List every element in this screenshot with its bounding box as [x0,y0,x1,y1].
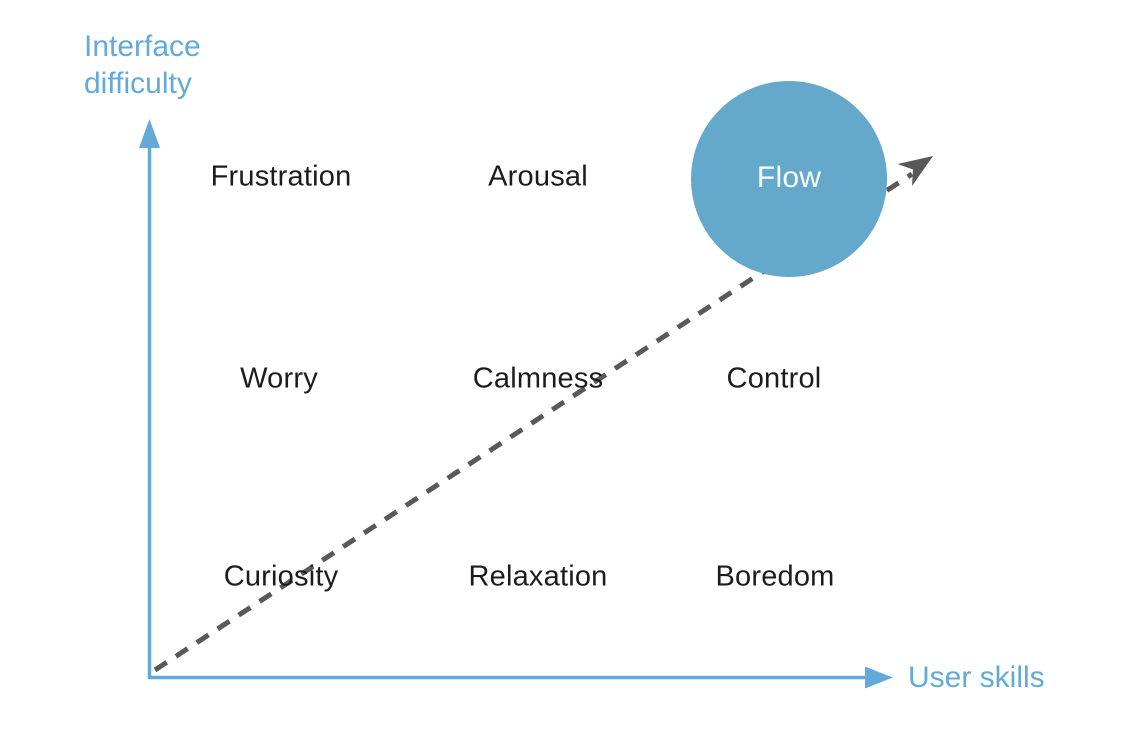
cell-label-curiosity: Curiosity [223,560,339,593]
cell-label-boredom: Boredom [715,560,835,593]
diagonal-arrowhead-icon [897,156,933,186]
y-axis-label: Interface difficulty [84,28,201,102]
flow-circle [691,81,887,277]
cell-label-control: Control [726,362,822,395]
y-axis-arrowhead-icon [139,119,160,148]
cell-label-arousal: Arousal [488,160,588,193]
cell-label-relaxation: Relaxation [468,560,608,593]
x-axis-arrowhead-icon [865,666,893,689]
cell-label-calmness: Calmness [472,362,604,395]
x-axis-label: User skills [908,661,1045,694]
y-axis-label-line1: Interface [84,30,201,63]
cell-label-flow: Flow [756,161,822,194]
cell-label-frustration: Frustration [210,160,352,193]
cell-label-worry: Worry [240,362,318,395]
y-axis-label-line2: difficulty [84,67,192,100]
